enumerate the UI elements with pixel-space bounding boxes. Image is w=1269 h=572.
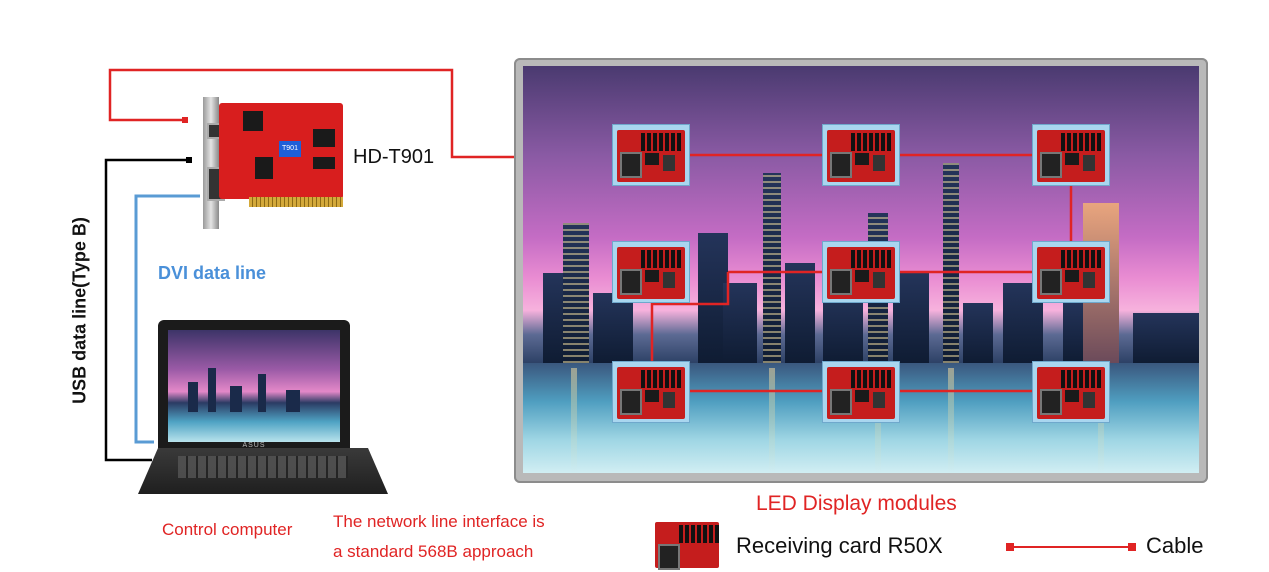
led-modules-label: LED Display modules — [756, 492, 957, 515]
legend-cable-icon — [1006, 543, 1136, 551]
receiving-card-icon — [612, 361, 690, 423]
receiving-card-icon — [1032, 241, 1110, 303]
pcie-sender-card-icon: T901 — [203, 97, 345, 229]
dvi-line-label: DVI data line — [158, 263, 267, 283]
receiving-card-icon — [612, 241, 690, 303]
laptop-brand: ASUS — [242, 442, 266, 449]
receiving-card-icon — [822, 124, 900, 186]
receiving-card-icon — [822, 241, 900, 303]
usb-cable — [104, 158, 190, 462]
network-note-line1: The network line interface is — [333, 512, 545, 531]
receiving-card-icon — [822, 361, 900, 423]
sender-model-label: HD-T901 — [353, 146, 435, 168]
receiving-card-icon — [1032, 361, 1110, 423]
receiving-card-icon — [1032, 124, 1110, 186]
control-computer-label: Control computer — [162, 520, 293, 539]
legend-cable-label: Cable — [1146, 533, 1204, 558]
legend-receiving-card-label: Receiving card R50X — [736, 533, 943, 558]
laptop-icon: ASUS — [138, 320, 388, 496]
network-note-line2: a standard 568B approach — [333, 542, 534, 561]
receiving-card-icon — [612, 124, 690, 186]
legend-receiving-card-icon — [655, 522, 719, 570]
sender-chip-label: T901 — [279, 141, 301, 157]
network-cable — [108, 68, 614, 159]
dvi-cable — [134, 194, 200, 444]
